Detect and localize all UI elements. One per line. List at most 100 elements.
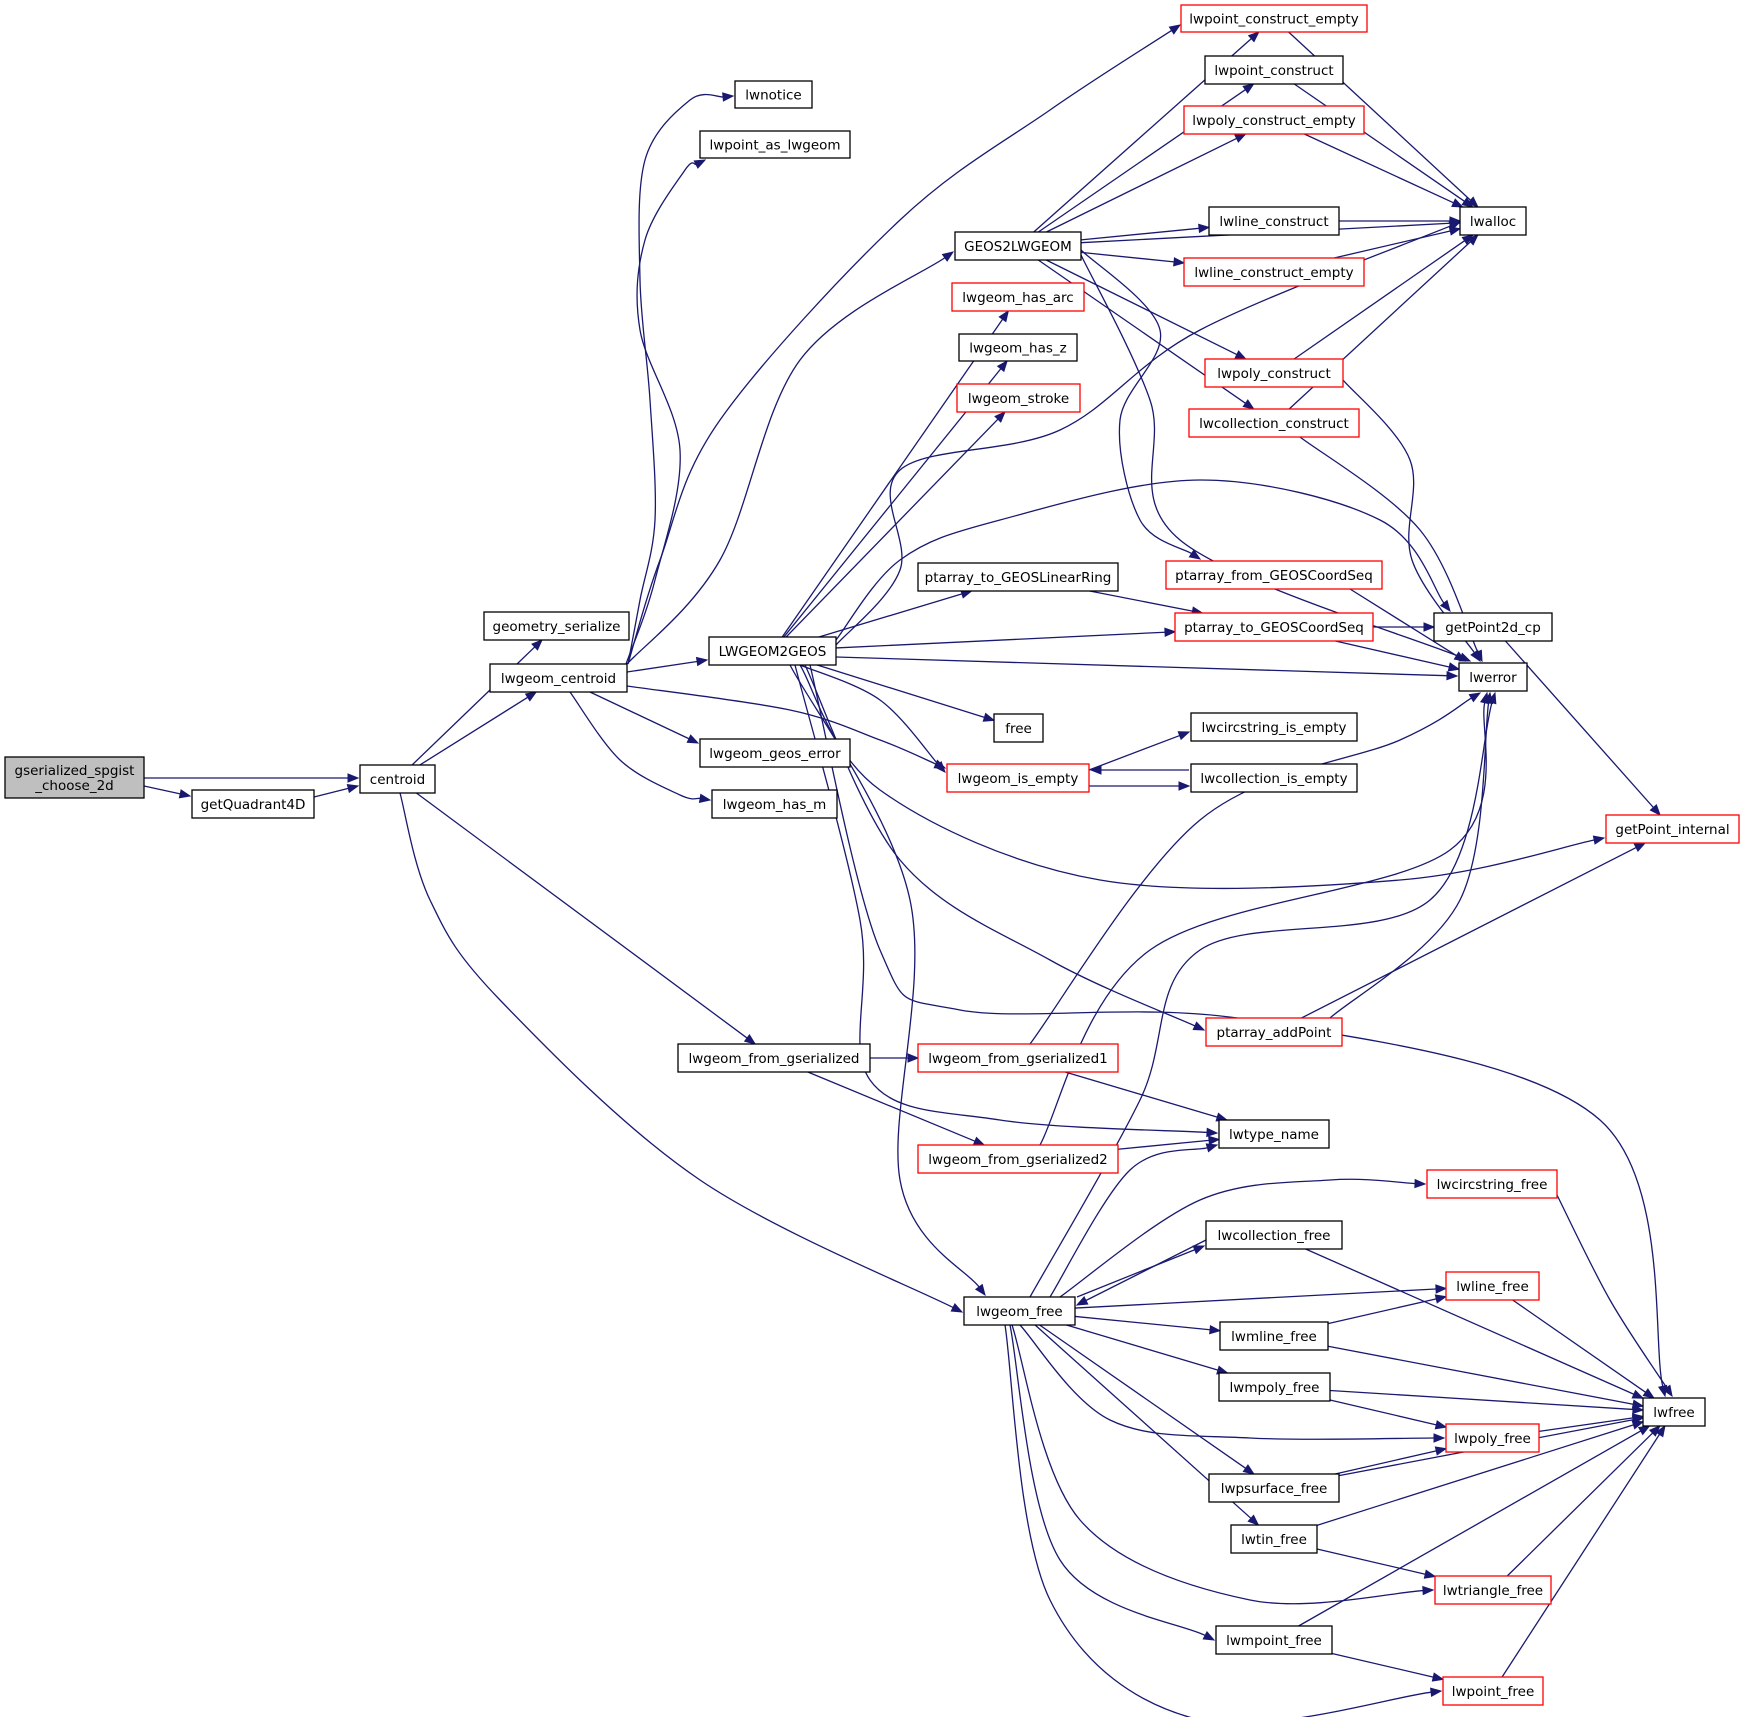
node-box bbox=[1208, 206, 1340, 236]
node-lwmline_free[interactable]: lwmline_free bbox=[1219, 1321, 1329, 1351]
edge-LWGEOM2GEOS-to-lwgeom_is_empty bbox=[799, 664, 946, 773]
edge-line bbox=[1088, 734, 1180, 771]
node-box bbox=[1219, 1321, 1329, 1351]
node-lwgeom_geos_error[interactable]: lwgeom_geos_error bbox=[699, 738, 851, 768]
edge-line bbox=[1506, 1432, 1654, 1577]
edge-arrowhead bbox=[1089, 765, 1102, 775]
node-getQuadrant4D[interactable]: getQuadrant4D bbox=[191, 789, 315, 819]
node-lwcircstring_free[interactable]: lwcircstring_free bbox=[1426, 1169, 1558, 1199]
edge-arrowhead bbox=[996, 359, 1008, 373]
edge-arrowhead bbox=[695, 656, 709, 667]
node-lwerror[interactable]: lwerror bbox=[1458, 662, 1528, 692]
edge-lwpoint_free-to-lwfree bbox=[1501, 1424, 1666, 1678]
node-label: lwgeom_from_gserialized bbox=[689, 1051, 860, 1067]
node-lwpoly_free[interactable]: lwpoly_free bbox=[1445, 1423, 1540, 1453]
node-lwtin_free[interactable]: lwtin_free bbox=[1230, 1524, 1318, 1554]
node-lwgeom_from_gserialized1[interactable]: lwgeom_from_gserialized1 bbox=[917, 1043, 1119, 1073]
node-lwgeom_stroke[interactable]: lwgeom_stroke bbox=[956, 383, 1081, 413]
edge-line bbox=[1316, 1548, 1426, 1575]
node-lwgeom_has_z[interactable]: lwgeom_has_z bbox=[958, 333, 1078, 362]
node-lwgeom_free[interactable]: lwgeom_free bbox=[963, 1296, 1076, 1326]
node-lwline_construct_empty[interactable]: lwline_construct_empty bbox=[1183, 257, 1365, 287]
node-lwgeom_has_arc[interactable]: lwgeom_has_arc bbox=[951, 282, 1085, 312]
node-box bbox=[958, 333, 1078, 362]
edge-line bbox=[1298, 1430, 1642, 1627]
node-lwgeom_is_empty[interactable]: lwgeom_is_empty bbox=[946, 763, 1090, 793]
node-lwpoly_construct[interactable]: lwpoly_construct bbox=[1204, 358, 1344, 388]
edge-arrowhead bbox=[1649, 804, 1661, 817]
edge-arrowhead bbox=[994, 411, 1006, 423]
edge-arrowhead bbox=[1637, 1425, 1651, 1436]
edge-lwgeom_from_gserialized-to-lwgeom_from_gserialized1 bbox=[870, 1053, 920, 1063]
node-ptarray_to_GEOSLinearRing[interactable]: ptarray_to_GEOSLinearRing bbox=[917, 562, 1119, 592]
node-lwpoint_construct[interactable]: lwpoint_construct bbox=[1204, 55, 1344, 85]
node-lwcollection_construct[interactable]: lwcollection_construct bbox=[1188, 408, 1360, 438]
node-lwgeom_from_gserialized[interactable]: lwgeom_from_gserialized bbox=[677, 1043, 871, 1073]
edge-lwmpoly_free-to-lwpoly_free bbox=[1329, 1399, 1448, 1430]
edge-line bbox=[785, 418, 999, 638]
edge-arrowhead bbox=[178, 789, 192, 799]
node-label: lwcollection_is_empty bbox=[1200, 771, 1347, 787]
node-label: lwgeom_is_empty bbox=[958, 771, 1079, 787]
node-lwcircstring_is_empty[interactable]: lwcircstring_is_empty bbox=[1190, 712, 1358, 742]
node-getPoint2d_cp[interactable]: getPoint2d_cp bbox=[1433, 612, 1553, 642]
edge-line bbox=[1333, 230, 1451, 259]
node-lwtriangle_free[interactable]: lwtriangle_free bbox=[1434, 1575, 1552, 1605]
node-lwline_construct[interactable]: lwline_construct bbox=[1208, 206, 1340, 236]
edge-ptarray_to_GEOSLinearRing-to-ptarray_to_GEOSCoordSeq bbox=[1089, 590, 1204, 616]
node-lwcollection_is_empty[interactable]: lwcollection_is_empty bbox=[1190, 763, 1358, 793]
node-getPoint_internal[interactable]: getPoint_internal bbox=[1605, 814, 1740, 844]
edge-line bbox=[1074, 1288, 1437, 1309]
edge-line bbox=[625, 162, 697, 665]
edge-arrowhead bbox=[998, 309, 1010, 323]
node-LWGEOM2GEOS[interactable]: LWGEOM2GEOS bbox=[708, 636, 837, 666]
node-label: ptarray_to_GEOSCoordSeq bbox=[1184, 620, 1364, 636]
edge-lwline_free-to-lwfree bbox=[1512, 1299, 1655, 1399]
edge-arrowhead bbox=[1164, 627, 1177, 637]
node-lwgeom_from_gserialized2[interactable]: lwgeom_from_gserialized2 bbox=[917, 1144, 1119, 1174]
node-label: free bbox=[1005, 721, 1032, 737]
node-lwgeom_centroid[interactable]: lwgeom_centroid bbox=[489, 663, 628, 693]
node-GEOS2LWGEOM[interactable]: GEOS2LWGEOM bbox=[954, 231, 1082, 261]
node-box bbox=[699, 738, 851, 768]
edge-arrowhead bbox=[1422, 1585, 1435, 1596]
node-ptarray_addPoint[interactable]: ptarray_addPoint bbox=[1205, 1017, 1343, 1047]
node-lwmpoly_free[interactable]: lwmpoly_free bbox=[1218, 1372, 1331, 1402]
node-lwalloc[interactable]: lwalloc bbox=[1459, 206, 1527, 236]
node-lwpoint_free[interactable]: lwpoint_free bbox=[1442, 1676, 1544, 1706]
node-centroid[interactable]: centroid bbox=[359, 764, 436, 794]
node-lwpoly_construct_empty[interactable]: lwpoly_construct_empty bbox=[1183, 105, 1365, 135]
node-box bbox=[1230, 1524, 1318, 1554]
node-lwfree[interactable]: lwfree bbox=[1642, 1397, 1706, 1427]
node-lwpsurface_free[interactable]: lwpsurface_free bbox=[1208, 1473, 1340, 1503]
edge-arrowhead bbox=[1473, 649, 1483, 663]
node-ptarray_to_GEOSCoordSeq[interactable]: ptarray_to_GEOSCoordSeq bbox=[1174, 612, 1374, 642]
node-geometry_serialize[interactable]: geometry_serialize bbox=[483, 611, 630, 641]
node-label: GEOS2LWGEOM bbox=[964, 239, 1072, 255]
node-lwline_free[interactable]: lwline_free bbox=[1445, 1271, 1540, 1301]
node-box bbox=[963, 1296, 1076, 1326]
node-free[interactable]: free bbox=[993, 713, 1044, 743]
edge-ptarray_from_GEOSCoordSeq-to-lwerror bbox=[1349, 588, 1467, 662]
node-lwpoint_as_lwgeom[interactable]: lwpoint_as_lwgeom bbox=[699, 130, 851, 159]
node-lwtype_name[interactable]: lwtype_name bbox=[1218, 1119, 1330, 1149]
node-lwnotice[interactable]: lwnotice bbox=[734, 80, 813, 109]
node-box bbox=[1165, 560, 1383, 590]
node-label: getPoint2d_cp bbox=[1445, 620, 1541, 636]
node-root[interactable]: gserialized_spgist_choose_2d bbox=[4, 756, 145, 799]
node-lwmpoint_free[interactable]: lwmpoint_free bbox=[1215, 1625, 1333, 1655]
edge-lwgeom_from_gserialized1-to-lwtype_name bbox=[1064, 1071, 1229, 1122]
edge-arrowhead bbox=[1177, 731, 1191, 741]
node-lwgeom_has_m[interactable]: lwgeom_has_m bbox=[711, 789, 838, 819]
node-lwpoint_construct_empty[interactable]: lwpoint_construct_empty bbox=[1180, 4, 1368, 33]
node-box bbox=[1426, 1169, 1558, 1199]
node-ptarray_from_GEOSCoordSeq[interactable]: ptarray_from_GEOSCoordSeq bbox=[1165, 560, 1383, 590]
edge-root-to-getQuadrant4D bbox=[143, 785, 192, 799]
node-label: lwmpoint_free bbox=[1226, 1633, 1322, 1649]
node-label: lwerror bbox=[1469, 670, 1517, 686]
edge-arrowhead bbox=[1631, 1420, 1645, 1430]
node-box bbox=[1433, 612, 1553, 642]
edge-arrowhead bbox=[941, 251, 955, 262]
node-lwcollection_free[interactable]: lwcollection_free bbox=[1205, 1220, 1343, 1250]
edge-line bbox=[1305, 1248, 1635, 1395]
